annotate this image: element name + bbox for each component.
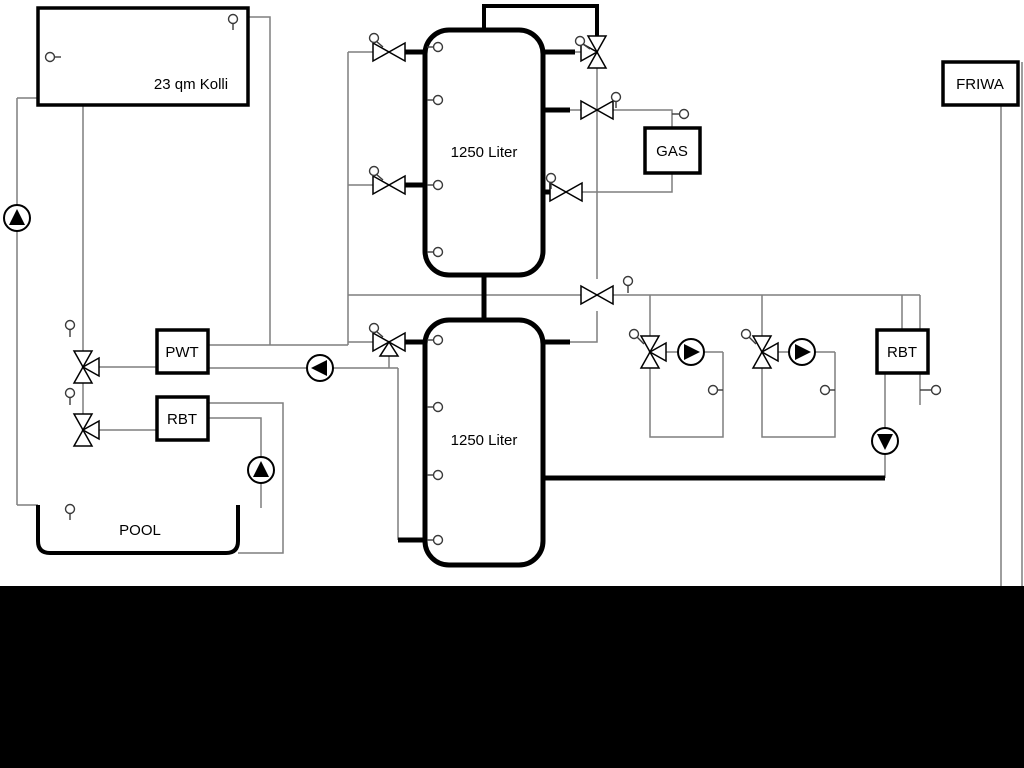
- sensor-icon: [622, 275, 634, 293]
- pool-label: POOL: [119, 522, 161, 539]
- three-way-valve-icon: [751, 335, 779, 369]
- gas-boiler-box: GAS: [643, 126, 702, 175]
- three-way-valve-icon: [580, 99, 614, 121]
- sensor-icon: [368, 322, 384, 338]
- three-way-valve-icon: [72, 413, 100, 447]
- sensor-icon: [427, 534, 444, 546]
- sensor-icon: [610, 91, 622, 108]
- sensor-icon: [427, 469, 444, 481]
- sensor-icon: [819, 384, 835, 396]
- sensors: [44, 13, 942, 546]
- rbt-left-outline: [155, 395, 210, 442]
- pipe-lines-thick: [398, 4, 885, 543]
- valve-icon: [549, 181, 583, 203]
- three-way-valve-icon: [372, 331, 406, 357]
- sensor-icon: [368, 165, 384, 181]
- tank1-top-pipe: [482, 4, 599, 36]
- rbt-right-box: RBT: [875, 328, 930, 375]
- pool-collector-pipe: [16, 97, 157, 506]
- pump-icon: [247, 456, 275, 484]
- pwt-pump-pipe: [208, 356, 399, 540]
- buffer-tank-1: 1250 Liter: [422, 27, 546, 278]
- rbt-left-label: RBT: [167, 411, 197, 428]
- collector-outline: [36, 6, 250, 107]
- sensor-icon: [427, 334, 444, 346]
- collector-supply-pipe: [208, 16, 373, 346]
- valve-icon: [372, 174, 406, 196]
- pwt-outline: [155, 328, 210, 375]
- sensor-icon: [427, 246, 444, 258]
- sensor-icon: [64, 387, 76, 405]
- tank-right-port-stubs: [541, 49, 575, 345]
- tank1-top-valve-pipe: [570, 51, 673, 343]
- friwa-pipe: [1000, 62, 1023, 586]
- gas-label: GAS: [656, 143, 688, 160]
- tank1-label: 1250 Liter: [451, 144, 518, 161]
- sensor-icon: [44, 51, 61, 63]
- rbt-right-outline: [875, 328, 930, 375]
- valve-icon: [372, 41, 406, 63]
- friwa-label: FRIWA: [956, 76, 1004, 93]
- pump-icon: [3, 204, 31, 232]
- friwa-box: FRIWA: [941, 60, 1020, 107]
- sensor-icon: [920, 384, 942, 396]
- rbt-left-box: RBT: [155, 395, 210, 442]
- three-way-valve-icon: [580, 284, 614, 306]
- heating-circuit-1-pipe: [649, 351, 724, 438]
- tank-left-port-stubs: [398, 49, 427, 543]
- collector-label: 23 qm Kolli: [154, 76, 228, 93]
- tank1-outline: [422, 27, 546, 278]
- sensor-icon: [368, 32, 384, 48]
- tank2-outline: [422, 317, 546, 568]
- pool-basin: POOL: [36, 505, 240, 555]
- solar-collector-box: 23 qm Kolli: [36, 6, 250, 107]
- sensor-icon: [427, 179, 444, 191]
- valves: [72, 35, 779, 447]
- pipe-lines-thin: [16, 16, 1023, 586]
- sensor-icon: [64, 319, 76, 337]
- pump-icon: [306, 354, 334, 382]
- sensor-icon: [740, 328, 757, 345]
- pump-icon: [677, 338, 705, 366]
- three-way-valve-icon: [639, 335, 667, 369]
- sensor-icon: [427, 41, 444, 53]
- pwt-box: PWT: [155, 328, 210, 375]
- three-way-valve-icon: [72, 350, 100, 384]
- heating-circuit-2-pipe: [761, 351, 836, 438]
- sensor-icon: [672, 108, 690, 120]
- sensor-icon: [545, 172, 557, 189]
- rbt-right-label: RBT: [887, 344, 917, 361]
- sensor-icon: [227, 13, 239, 30]
- sensor-icon: [427, 401, 444, 413]
- sensor-icon: [427, 94, 444, 106]
- buffer-tank-2: 1250 Liter: [422, 317, 546, 568]
- pumps: [3, 204, 899, 484]
- pump-icon: [871, 427, 899, 455]
- friwa-outline: [941, 60, 1020, 107]
- sensor-icon: [707, 384, 723, 396]
- sensor-icon: [628, 328, 645, 345]
- three-way-valve-icon: [580, 35, 608, 69]
- tank2-label: 1250 Liter: [451, 432, 518, 449]
- bottom-black-mask: [0, 586, 1024, 768]
- pool-loop-pipe: [208, 402, 284, 554]
- pool-outline: [36, 505, 240, 555]
- pump-icon: [788, 338, 816, 366]
- sensor-icon: [574, 35, 591, 50]
- gas-outline: [643, 126, 702, 175]
- pwt-label: PWT: [165, 344, 198, 361]
- sensor-icon: [64, 503, 76, 520]
